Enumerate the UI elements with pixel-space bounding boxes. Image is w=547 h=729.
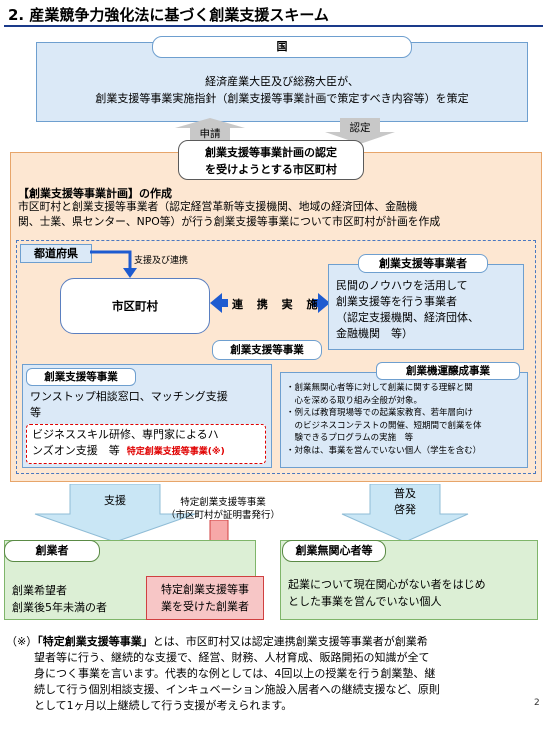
spread-line1: 普及	[394, 487, 416, 500]
page-number: 2	[534, 698, 540, 708]
spread-line2: 啓発	[394, 503, 416, 516]
spread-arrow-label: 普及 啓発	[385, 486, 425, 518]
business-operator-line1: 民間のノウハウを活用して	[336, 279, 468, 292]
founder-line1: 創業希望者	[12, 584, 67, 597]
support-structure-area	[16, 240, 536, 474]
support-business-line1: ワンストップ相談窓口、マッチング支援	[30, 390, 228, 403]
cooperation-label: 連 携 実 施	[232, 298, 323, 311]
special-support-line1: ビジネススキル研修、専門家によるハ	[32, 428, 219, 441]
government-text-line2: 創業支援等事業実施指針（創業支援等事業計画で策定すべき内容等）を策定	[95, 92, 469, 105]
plan-approval-line2: を受けようとする市区町村	[205, 163, 337, 176]
special-recipient-line2: 業を受けた創業者	[161, 600, 249, 613]
uninterested-text: 起業について現在関心がない者をはじめ とした事業を営んでいない個人	[288, 576, 534, 610]
approve-arrow-icon	[325, 118, 395, 144]
creation-line1: 市区町村と創業支援等事業者（認定経営革新等支援機関、地域の経済団体、金融機	[18, 200, 418, 213]
support-business-line2: 等	[30, 406, 41, 419]
government-label: 国	[152, 36, 412, 58]
plan-approval-box: 創業支援等事業計画の認定 を受けようとする市区町村	[178, 140, 364, 180]
uninterested-line1: 起業について現在関心がない者をはじめ	[288, 578, 486, 591]
special-support-tag: 特定創業支援等事業(※)	[126, 447, 225, 457]
fostering-line2: 心を深める取り組み全般が対象。	[286, 395, 423, 406]
special-support-line2-wrap: ンズオン支援 等 特定創業支援等事業(※)	[32, 443, 264, 460]
support-link-label: 支援及び連携	[134, 256, 189, 266]
creation-text: 市区町村と創業支援等事業者（認定経営革新等支援機関、地域の経済団体、金融機 関、…	[18, 199, 538, 229]
special-arrow-line1: 特定創業支援等事業	[180, 497, 266, 508]
founder-text: 創業希望者 創業後5年未満の者	[12, 582, 107, 616]
support-arrow-icon	[34, 484, 196, 542]
prefecture-arrow-icon	[90, 250, 137, 278]
footnote-line1: とは、市区町村又は認定連携創業支援等事業者が創業希	[152, 635, 428, 648]
footnote-line3: 身につく事業を言います。代表的な例としては、4回以上の授業を行う創業塾、継	[34, 667, 436, 680]
fostering-box	[280, 372, 528, 468]
founder-line2: 創業後5年未満の者	[12, 601, 107, 614]
fostering-line5: 験できるプログラムの実施 等	[286, 433, 414, 443]
uninterested-label: 創業無関心者等	[282, 540, 386, 562]
footnote-line2: 望者等に行う、継続的な支援で、経営、財務、人材育成、販路開拓の知識が全て	[34, 651, 430, 664]
footnote-line4: 続して行う個別相談支援、インキュベーション施設入居者への継続支援など、原則	[34, 683, 440, 696]
footnote: （※）「特定創業支援等事業」とは、市区町村又は認定連携創業支援等事業者が創業希 …	[6, 634, 531, 714]
founder-label: 創業者	[4, 540, 100, 562]
support-arrow-label: 支援	[104, 494, 126, 507]
plan-approval-line1: 創業支援等事業計画の認定	[205, 146, 337, 159]
support-business-label: 創業支援等事業	[26, 368, 136, 386]
fostering-text: ・創業無関心者等に対して創業に関する理解と関 心を深める取り組み全般が対象。 ・…	[286, 382, 526, 457]
business-operator-line2: 創業支援等を行う事業者	[336, 295, 457, 308]
business-operator-text: 民間のノウハウを活用して 創業支援等を行う事業者 （認定支援機関、経済団体、 金…	[336, 278, 522, 342]
cooperation-arrow-icon	[210, 293, 330, 313]
title-underline	[4, 25, 543, 27]
uninterested-line2: とした事業を営んでいない個人	[288, 595, 442, 608]
special-support-box	[26, 424, 266, 464]
creation-heading: 【創業支援等事業計画】の作成	[18, 187, 172, 200]
government-text: 経済産業大臣及び総務大臣が、 創業支援等事業実施指針（創業支援等事業計画で策定す…	[36, 73, 528, 107]
footnote-prefix: （※）	[6, 635, 38, 648]
page-title: 2. 産業競争力強化法に基づく創業支援スキーム	[8, 6, 329, 24]
footnote-line5: として1ヶ月以上継続して行う支援が考えられます。	[34, 699, 293, 712]
apply-label: 申請	[199, 128, 221, 140]
special-arrow-line2: （市区町村が証明書発行）	[165, 510, 280, 521]
business-operator-line4: 金融機関 等）	[336, 327, 413, 340]
special-recipient-line1: 特定創業支援等事	[161, 583, 249, 596]
spread-arrow-icon	[341, 484, 469, 542]
prefecture-label: 都道府県	[20, 244, 92, 263]
creation-line2: 関、士業、県センター、NPO等）が行う創業支援等事業について市区町村が計画を作成	[18, 215, 441, 228]
business-operator-line3: （認定支援機関、経済団体、	[336, 311, 479, 324]
city-box: 市区町村	[60, 278, 210, 334]
fostering-line3: ・例えば教育現場等での起業家教育、若年層向け	[286, 408, 474, 418]
business-operator-label: 創業支援等事業者	[358, 254, 488, 273]
special-arrow-label: 特定創業支援等事業 （市区町村が証明書発行）	[158, 496, 288, 522]
footnote-line1-wrap: （※）「特定創業支援等事業」とは、市区町村又は認定連携創業支援等事業者が創業希	[6, 634, 531, 650]
fostering-line6: ・対象は、事業を営んでいない個人（学生を含む）	[286, 445, 482, 456]
footnote-term: 「特定創業支援等事業」	[37, 635, 153, 648]
support-business-text: ワンストップ相談窓口、マッチング支援 等	[30, 389, 270, 421]
government-text-line1: 経済産業大臣及び総務大臣が、	[205, 75, 359, 88]
special-recipient-box: 特定創業支援等事 業を受けた創業者	[146, 576, 264, 620]
fostering-line1: ・創業無関心者等に対して創業に関する理解と関	[286, 383, 473, 393]
special-support-line2: ンズオン支援 等	[32, 444, 120, 457]
approve-label: 認定	[349, 122, 371, 134]
support-business-center-label: 創業支援等事業	[212, 340, 322, 360]
apply-arrow-icon	[175, 118, 245, 144]
fostering-line4: のビジネスコンテストの開催、短期間で創業を体	[286, 420, 482, 431]
fostering-label: 創業機運醸成事業	[376, 362, 520, 380]
special-support-text: ビジネススキル研修、専門家によるハ ンズオン支援 等 特定創業支援等事業(※)	[32, 427, 264, 460]
